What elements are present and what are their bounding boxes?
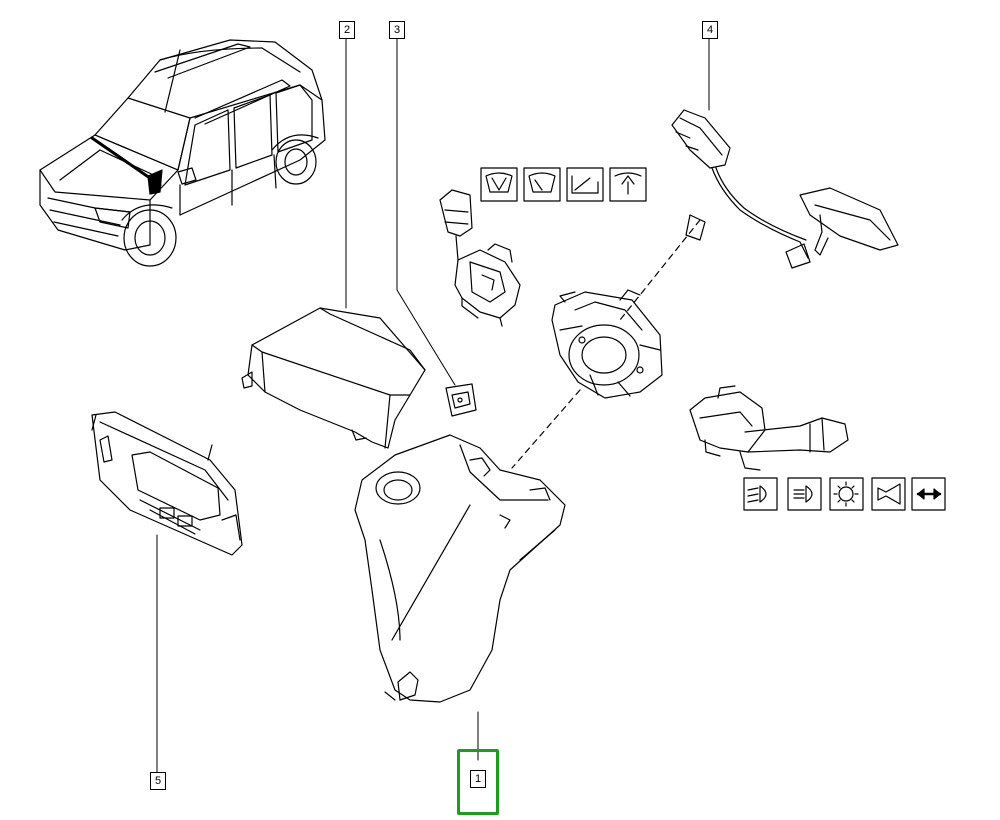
part-5-panel-bracket[interactable] <box>91 411 243 556</box>
callout-3[interactable]: 3 <box>389 21 405 39</box>
vehicle-illustration <box>39 39 326 267</box>
leader-lines <box>156 36 710 773</box>
part-3-clip[interactable] <box>445 383 477 417</box>
selected-callout-highlight <box>457 749 499 815</box>
combination-switch-assembly[interactable] <box>551 289 663 399</box>
callout-5[interactable]: 5 <box>150 772 166 790</box>
part-2-upper-cover[interactable] <box>241 307 426 449</box>
part-1-lower-shroud[interactable] <box>354 434 566 703</box>
callout-1[interactable]: 1 <box>470 770 486 788</box>
wiper-symbol-row <box>480 167 647 202</box>
callout-2[interactable]: 2 <box>339 21 355 39</box>
steering-axis-line <box>619 219 701 321</box>
light-stalk-switch[interactable] <box>689 385 849 471</box>
lighting-symbol-row <box>743 477 946 511</box>
part-4-cable-assembly[interactable] <box>671 109 899 269</box>
callout-4[interactable]: 4 <box>702 21 718 39</box>
wiper-stalk-switch[interactable] <box>439 189 521 327</box>
